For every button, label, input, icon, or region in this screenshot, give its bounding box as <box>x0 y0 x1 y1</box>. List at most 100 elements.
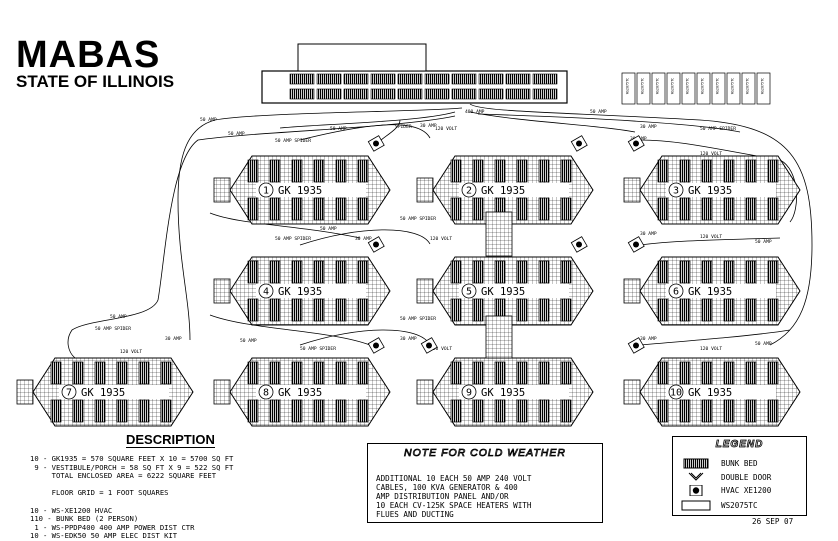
shelter-number-badge <box>61 384 77 400</box>
legend-item-hvac: HVAC XE1200 <box>681 485 805 497</box>
shelter-number-badge <box>461 182 477 198</box>
bunk-bed <box>679 260 691 284</box>
storage-container-label: WS2075TC <box>746 78 750 94</box>
bunk-bed <box>516 197 528 221</box>
bunk-bed <box>116 399 128 423</box>
bunk-bed <box>723 399 735 423</box>
storage-container <box>636 72 651 105</box>
bunk-bed <box>494 399 506 423</box>
bunk-bed <box>116 361 128 385</box>
bunk-bed <box>701 399 713 423</box>
bunk-bed <box>701 197 713 221</box>
bunk-bed <box>472 399 484 423</box>
shelter-number-badge <box>258 283 274 299</box>
trailer <box>261 43 568 104</box>
bunk-bed <box>494 361 506 385</box>
cable-label: 50 AMP <box>755 239 772 245</box>
bunk-bed <box>538 159 550 183</box>
storage-container <box>711 72 726 105</box>
bunk-bed <box>313 159 325 183</box>
cable-label: 50 AMP <box>330 126 347 132</box>
note-title: NOTE FOR COLD WEATHER <box>404 447 566 460</box>
bunk-bed <box>313 197 325 221</box>
bunk-bed <box>357 159 369 183</box>
shelter-label: GK 1935 <box>81 387 125 399</box>
cable-label: 50 AMP <box>200 117 217 123</box>
bunk-bed <box>335 197 347 221</box>
storage-container-label: WS2075TC <box>686 78 690 94</box>
shelter-number: 8 <box>263 388 269 399</box>
bunk-bed <box>701 159 713 183</box>
bunk-bed <box>745 298 757 322</box>
legend-item-storage: WS2075TC <box>681 500 805 512</box>
bunk-bed <box>494 159 506 183</box>
hvac-unit-icon <box>689 485 703 496</box>
bunk-bed <box>138 399 150 423</box>
cable-label: 50 AMP <box>240 338 257 344</box>
bunk-bed <box>494 260 506 284</box>
storage-container-label: WS2075TC <box>761 78 765 94</box>
bunk-bed <box>357 298 369 322</box>
page-title: MABAS <box>16 34 161 76</box>
page-subtitle: STATE OF ILLINOIS <box>16 72 175 91</box>
cable-label: 50 AMP SPIDER <box>275 236 311 242</box>
storage-container <box>651 72 666 105</box>
storage-container <box>621 72 636 105</box>
bunk-bed <box>701 361 713 385</box>
cable-label: 50 AMP <box>228 131 245 137</box>
storage-container <box>681 72 696 105</box>
cable-label: 120 VOLT <box>700 234 722 240</box>
shelter-label: GK 1935 <box>278 185 322 197</box>
shelter: 7 GK 1935 <box>16 357 194 427</box>
bunk-bed <box>357 399 369 423</box>
bunk-bed <box>516 298 528 322</box>
bunk-bed <box>516 361 528 385</box>
bunk-bed <box>516 399 528 423</box>
cable-label: 30 AMP <box>355 236 372 242</box>
bunk-bed <box>723 298 735 322</box>
cable-label: 50 AMP <box>755 341 772 347</box>
storage-container-icon <box>681 500 711 511</box>
storage-container-label: WS2075TC <box>731 78 735 94</box>
bunk-bed <box>538 399 550 423</box>
cable-label: 30 AMP <box>420 123 437 129</box>
shelter-label: GK 1935 <box>688 286 732 298</box>
bunk-bed <box>723 159 735 183</box>
bunk-bed <box>357 361 369 385</box>
cable-label: 30 AMP <box>640 231 657 237</box>
cable-label: 50 AMP <box>320 226 337 232</box>
bunk-bed <box>357 197 369 221</box>
shelter-number: 7 <box>66 388 72 399</box>
bunk-bed <box>313 399 325 423</box>
shelter-number: 5 <box>466 287 472 298</box>
bunk-bed <box>357 260 369 284</box>
storage-container-label: WS2075TC <box>671 78 675 94</box>
bunk-bed <box>291 197 303 221</box>
shelter-number: 4 <box>263 287 269 298</box>
bunk-bed <box>723 361 735 385</box>
cable-label: 50 AMP SPIDER <box>400 316 436 322</box>
cable-label: 50 AMP SPIDER <box>700 126 736 132</box>
bunk-bed <box>160 399 172 423</box>
bunk-bed <box>472 361 484 385</box>
cable-label: 30 AMP <box>640 336 657 342</box>
cable-label: 50 AMP SPIDER <box>400 216 436 222</box>
bunk-bed <box>745 399 757 423</box>
shelter-number: 6 <box>673 287 679 298</box>
shelter-number-badge <box>461 283 477 299</box>
bunk-bed <box>269 197 281 221</box>
bunk-bed <box>335 361 347 385</box>
cable-label: 30 AMP <box>400 336 417 342</box>
shelter-number-badge <box>668 283 684 299</box>
bunk-bed <box>538 361 550 385</box>
shelter-label: GK 1935 <box>481 185 525 197</box>
shelter-number: 2 <box>466 186 472 197</box>
storage-container-row: WS2075TC WS2075TC WS2075TC WS2075TC WS2075TC… <box>621 72 771 105</box>
storage-container <box>741 72 756 105</box>
bunk-bed <box>767 260 779 284</box>
